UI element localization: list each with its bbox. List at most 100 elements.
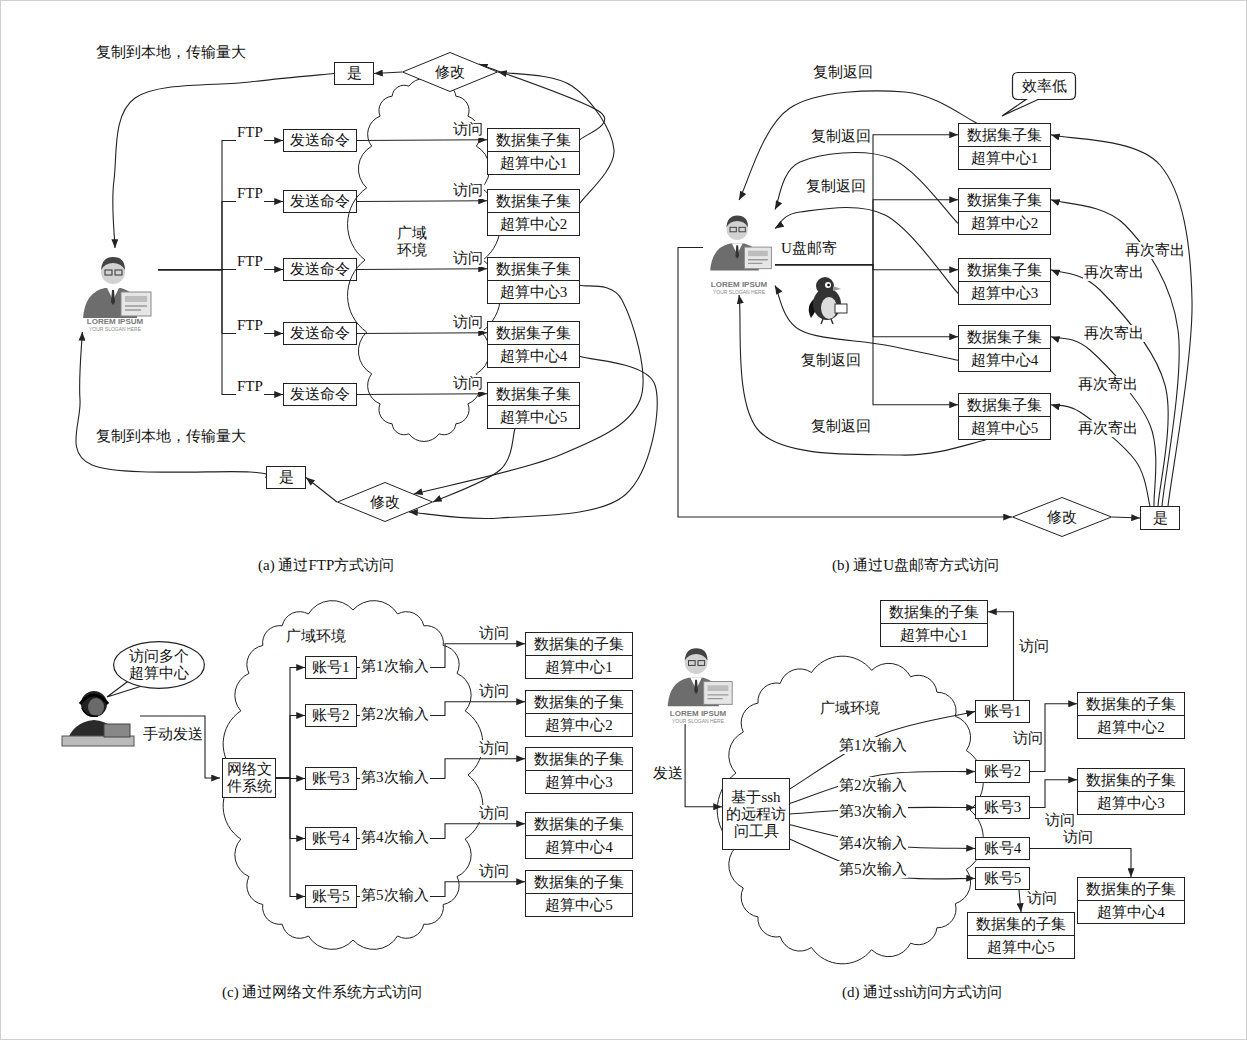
beak xyxy=(833,286,841,291)
connector xyxy=(276,778,305,897)
user-icon xyxy=(710,216,771,271)
node-text: 超算中心1 xyxy=(526,655,632,678)
cloud-shape xyxy=(223,601,483,950)
edge-label: 访问 xyxy=(478,625,510,642)
node-text: 发送命令 xyxy=(290,261,350,278)
process-box: 是 xyxy=(334,62,374,85)
connector xyxy=(357,268,487,270)
edge-label: 访问 xyxy=(1026,890,1058,907)
edge-label: 访问 xyxy=(478,740,510,757)
node-text: 超算中心1 xyxy=(488,151,579,174)
connector xyxy=(357,139,487,141)
user-icon xyxy=(83,257,151,318)
process-box: 发送命令 xyxy=(283,190,357,213)
edge-label: 第1次输入 xyxy=(838,737,908,754)
connector xyxy=(357,332,487,334)
process-box: 账号2 xyxy=(305,704,357,727)
node-text: 账号1 xyxy=(312,659,350,676)
connector xyxy=(414,285,643,494)
node-text: 广域环境 xyxy=(286,628,346,645)
node-text: 是 xyxy=(1153,510,1168,527)
node-text: 修改 xyxy=(1047,509,1077,526)
node-text: 数据集的子集 xyxy=(1078,769,1184,791)
node-text: 广域 环境 xyxy=(397,225,429,259)
node-text: 是 xyxy=(347,65,362,82)
edge-label: 第3次输入 xyxy=(838,803,908,820)
connector xyxy=(158,270,283,395)
node-text: LOREM IPSUM xyxy=(87,317,143,326)
process-box: 发送命令 xyxy=(283,322,357,345)
connector xyxy=(158,202,283,270)
process-box: 发送命令 xyxy=(283,258,357,281)
microphone xyxy=(82,708,98,716)
caption: (c) 通过网络文件系统方式访问 xyxy=(222,983,422,1001)
node-text: 数据集的子集 xyxy=(526,633,632,655)
user-icon xyxy=(668,648,733,706)
operator-icon xyxy=(62,691,134,746)
connector xyxy=(775,153,958,224)
process-box: 账号4 xyxy=(975,837,1030,860)
decision-diamond: 修改 xyxy=(337,482,433,522)
data-subset-box: 数据集的子集超算中心5 xyxy=(525,870,633,917)
data-subset-box: 数据集的子集超算中心1 xyxy=(525,632,633,679)
node-text: YOUR SLOGAN HERE xyxy=(713,289,765,295)
node-text: 超算中心3 xyxy=(959,281,1050,304)
node-text: 超算中心5 xyxy=(526,893,632,916)
node-text: 修改 xyxy=(370,494,400,511)
annotation-label: 第2次输入 xyxy=(360,706,430,723)
node-text: 超算中心4 xyxy=(959,348,1050,371)
operator-head xyxy=(81,691,107,717)
edge-label: 复制返回 xyxy=(805,178,867,195)
caption: (a) 通过FTP方式访问 xyxy=(258,556,394,574)
node-text: 数据集子集 xyxy=(488,383,579,405)
cloud-shape xyxy=(348,79,501,442)
edge-label: 第5次输入 xyxy=(838,861,908,878)
node-text: 发送命令 xyxy=(290,386,350,403)
node-text: 数据集子集 xyxy=(488,322,579,344)
data-subset-box: 数据集子集超算中心4 xyxy=(487,321,580,368)
data-subset-box: 数据集子集超算中心5 xyxy=(958,393,1051,440)
connector xyxy=(306,478,337,503)
node-text: 超算中心4 xyxy=(1078,900,1184,923)
connector xyxy=(357,200,487,202)
edge-label: 访问 xyxy=(1044,812,1076,829)
node-text: 发送命令 xyxy=(290,325,350,342)
node-text: 数据集子集 xyxy=(959,189,1050,211)
node-text: YOUR SLOGAN HERE xyxy=(672,718,724,724)
process-box: 账号3 xyxy=(305,767,357,790)
data-subset-box: 数据集的子集超算中心4 xyxy=(525,812,633,859)
data-subset-box: 数据集子集超算中心2 xyxy=(487,189,580,236)
connector xyxy=(790,771,975,803)
data-subset-box: 数据集子集超算中心1 xyxy=(487,128,580,175)
node-text: 超算中心1 xyxy=(959,146,1050,169)
node-text: 数据集子集 xyxy=(488,129,579,151)
usb-parcel xyxy=(835,304,847,313)
cloud-shape xyxy=(717,656,983,964)
connector xyxy=(775,265,958,405)
node-text: 超算中心5 xyxy=(968,935,1074,958)
node-text: 数据集的子集 xyxy=(526,748,632,770)
connector xyxy=(1051,270,1168,506)
node-text: 账号5 xyxy=(984,870,1022,887)
edge-label: 访问 xyxy=(452,182,484,199)
data-subset-box: 数据集的子集超算中心4 xyxy=(1077,877,1185,924)
data-subset-box: 数据集的子集超算中心3 xyxy=(1077,768,1185,815)
edge-label: 复制到本地，传输量大 xyxy=(95,428,247,445)
edge-label: 复制返回 xyxy=(800,352,862,369)
edge-label: 复制返回 xyxy=(810,418,872,435)
connector xyxy=(988,612,1014,700)
data-subset-box: 数据集的子集超算中心3 xyxy=(525,747,633,794)
node-text: LOREM IPSUM xyxy=(711,280,767,289)
node-text: 数据集的子集 xyxy=(526,813,632,835)
node-text: 广域环境 xyxy=(820,700,880,717)
process-box: 账号5 xyxy=(305,885,357,908)
data-subset-box: 数据集子集超算中心1 xyxy=(958,123,1051,170)
edge-label: 发送 xyxy=(652,765,684,782)
node-text: YOUR SLOGAN HERE xyxy=(89,326,141,332)
edge-label: 再次寄出 xyxy=(1077,376,1139,393)
node-text: 超算中心1 xyxy=(881,623,987,646)
node-text: 账号3 xyxy=(312,770,350,787)
data-subset-box: 数据集子集超算中心2 xyxy=(958,188,1051,235)
